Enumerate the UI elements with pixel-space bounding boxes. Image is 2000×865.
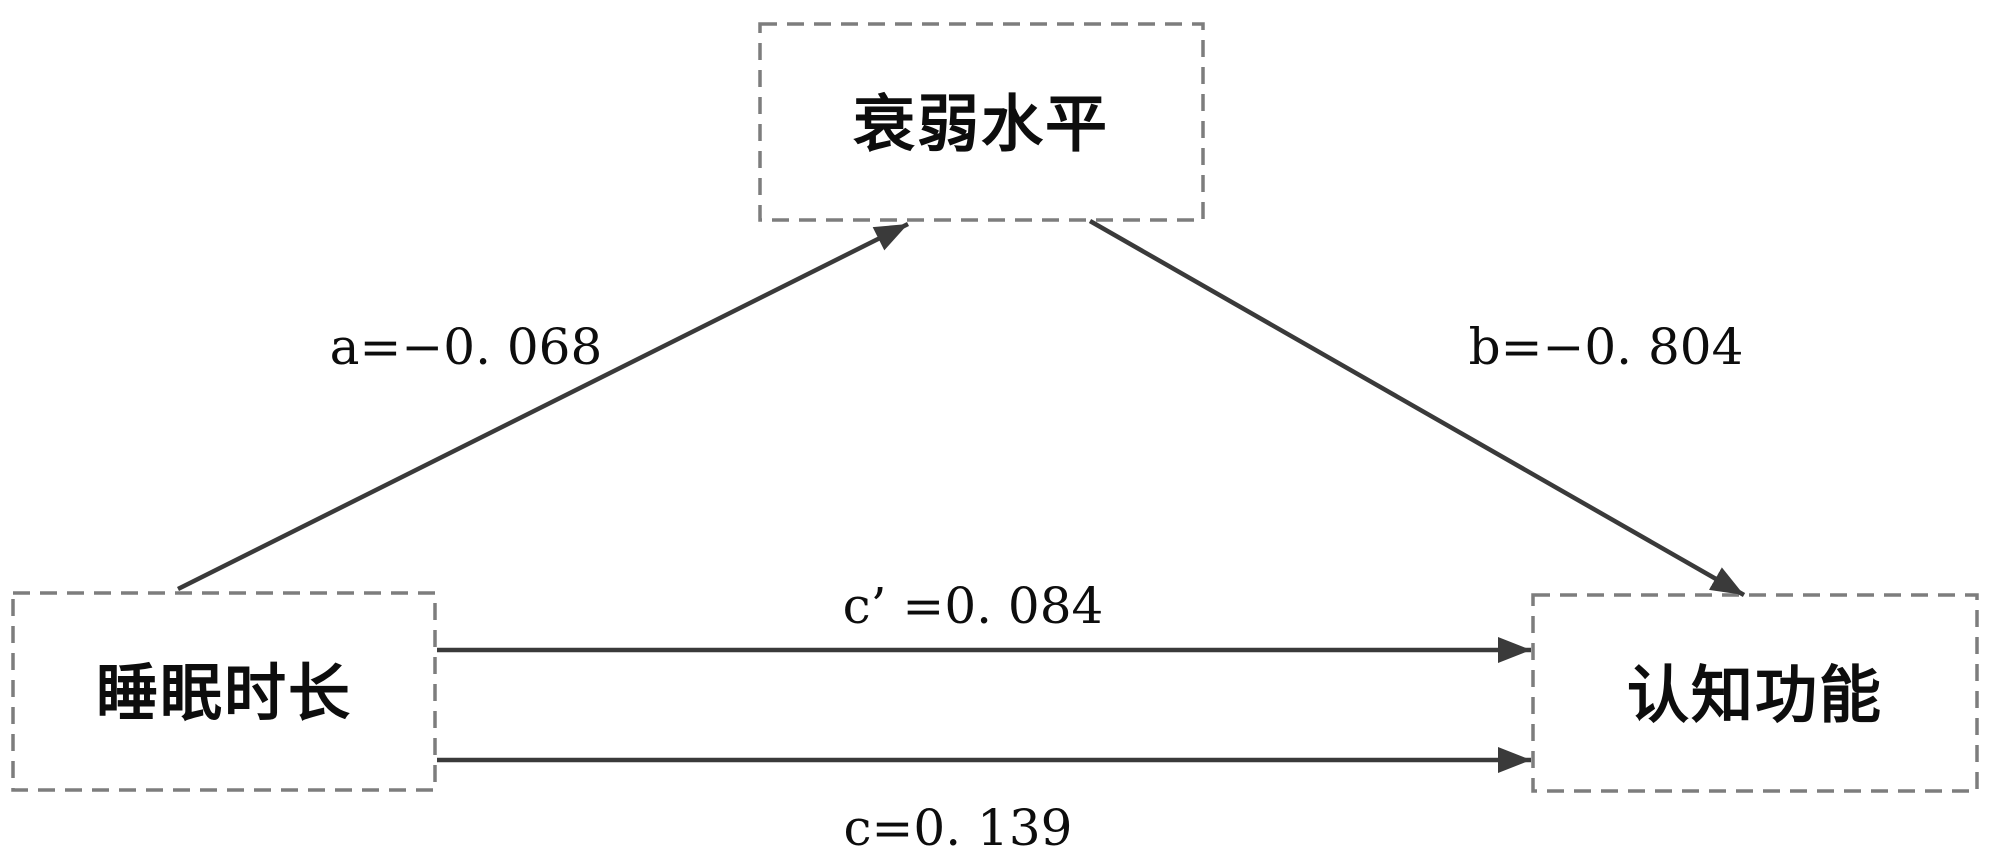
independent-box bbox=[11, 591, 437, 792]
path-a-arrow bbox=[176, 221, 910, 592]
path-c-label: c=0. 139 bbox=[844, 799, 1073, 857]
path-b-label: b=−0. 804 bbox=[1469, 318, 1744, 376]
mediator-label: 衰弱水平 bbox=[853, 88, 1109, 161]
independent-label: 睡眠时长 bbox=[96, 657, 352, 730]
mediator-box bbox=[758, 22, 1205, 222]
dependent-label: 认知功能 bbox=[1627, 659, 1883, 732]
path-b-arrow bbox=[1088, 219, 1746, 597]
path-c-prime-label: c’ =0. 084 bbox=[843, 577, 1104, 635]
path-a-label: a=−0. 068 bbox=[330, 318, 603, 376]
dependent-box bbox=[1531, 593, 1979, 793]
